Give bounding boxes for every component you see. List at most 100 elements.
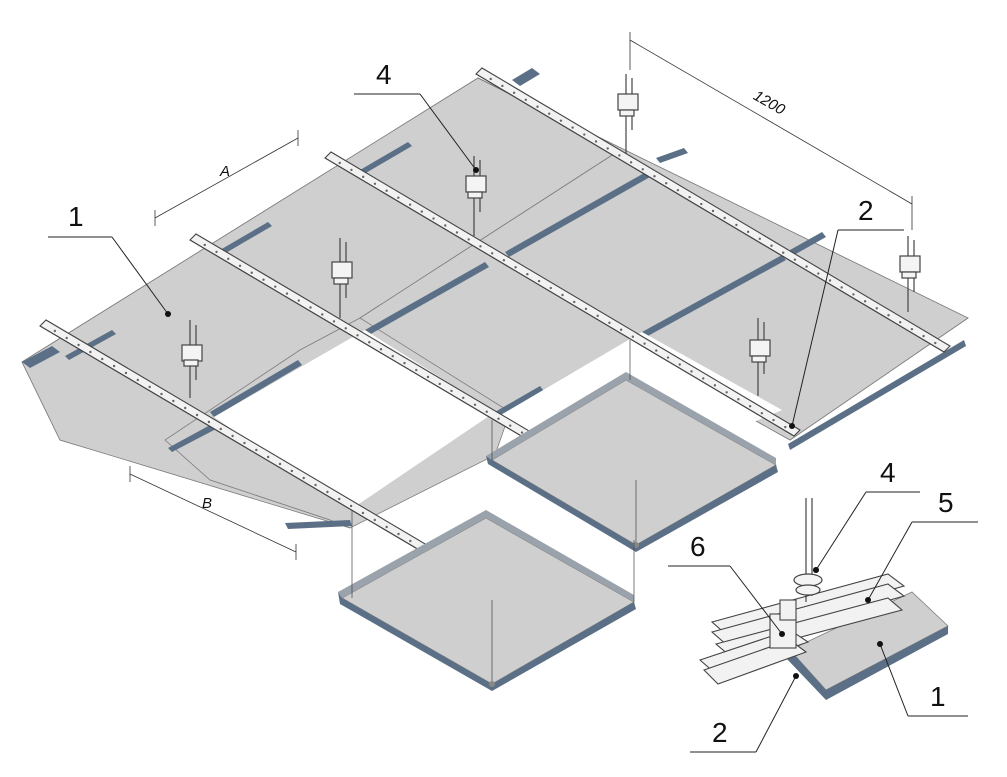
rail-hole (255, 448, 258, 452)
rail-hole (373, 518, 376, 522)
rail-hole (89, 350, 92, 354)
rail-hole (910, 327, 914, 331)
rail-hole (536, 105, 539, 108)
rail-hole (314, 483, 317, 487)
callout-4-main: 4 (376, 59, 392, 90)
rail-hole (571, 126, 574, 129)
rail-hole (297, 299, 300, 302)
rail-hole (231, 434, 234, 438)
rail-hole (302, 476, 305, 480)
hanger-4 (617, 74, 639, 154)
rail-hole (397, 532, 400, 536)
rail-hole (408, 203, 412, 206)
rail-hole (573, 300, 576, 304)
rail-hole (219, 427, 222, 431)
rail-hole (748, 405, 752, 408)
rail-hole (666, 356, 670, 359)
rail-hole (215, 250, 218, 254)
rail-hole (641, 168, 644, 171)
rail-hole (415, 368, 418, 372)
hanger-5 (749, 318, 771, 396)
rail-hole (479, 245, 482, 248)
rail-hole (561, 293, 564, 297)
rail-hole (702, 377, 705, 380)
dim-b-label: B (202, 495, 212, 512)
rail-hole (655, 349, 658, 352)
rail-hole (840, 286, 843, 289)
callout-hanger-main: 4 (354, 59, 479, 173)
rail-hole (274, 285, 277, 288)
dropped-panel-right (486, 340, 778, 552)
rail-hole (136, 378, 139, 382)
rail-hole (278, 462, 282, 466)
rail-hole (349, 504, 353, 508)
callout-5-detail: 5 (938, 487, 954, 518)
rail-hole (338, 497, 341, 501)
callout-profile-detail: 5 (865, 487, 978, 603)
rail-hole (548, 112, 551, 115)
rail-hole (863, 300, 867, 303)
callout-4-detail: 4 (880, 457, 896, 488)
panel-front-edge-right (788, 340, 966, 450)
dropped-panel-left (338, 510, 636, 691)
callout-connector-detail: 6 (668, 531, 785, 637)
rail-hole (250, 271, 253, 274)
callout-rail-main: 2 (789, 195, 904, 429)
rail-hole (444, 224, 447, 227)
dim-1200-label: 1200 (750, 87, 788, 119)
hangers (181, 74, 921, 398)
rail-hole (934, 341, 937, 345)
rail-hole (285, 292, 289, 295)
rail-hole (512, 91, 516, 95)
rail-hole (361, 511, 365, 515)
callout-panel-detail: 1 (877, 641, 968, 717)
rail-hole (805, 265, 808, 268)
callout-6-detail: 6 (690, 531, 706, 562)
rail-hole (420, 210, 423, 213)
rail-hole (770, 244, 773, 247)
rail-hole (262, 278, 265, 281)
rail-hole (501, 84, 504, 88)
rail-hole (385, 189, 388, 192)
callout-1-main: 1 (68, 201, 84, 232)
dimension-b: B (129, 466, 297, 560)
callout-rail-detail: 2 (690, 673, 799, 753)
rail-hole (309, 306, 312, 309)
rail-hole (338, 161, 341, 165)
rail-hole (596, 314, 599, 318)
hanger-2 (331, 238, 353, 318)
rail-hole (631, 335, 635, 338)
rail-hole (514, 266, 517, 269)
rail-hole (676, 188, 680, 192)
rail-hole (53, 329, 57, 333)
detail-connection (698, 498, 949, 700)
hanger-6 (899, 236, 921, 312)
rail-hole (65, 336, 68, 340)
callout-2-detail: 2 (712, 717, 728, 748)
rail-hole (160, 392, 163, 396)
rail-hole (172, 399, 175, 403)
rail-hole (725, 391, 728, 394)
callout-panel-main: 1 (48, 201, 171, 317)
callout-1-detail: 1 (930, 681, 946, 712)
rail-hole (700, 202, 703, 206)
rail-hole (784, 425, 787, 429)
rail-hole (462, 396, 465, 400)
rail-hole (207, 420, 211, 424)
rail-hole (490, 252, 494, 255)
rail-hole (332, 320, 336, 323)
rail-hole (148, 385, 151, 389)
rail-hole (290, 469, 294, 473)
rail-hole (321, 313, 324, 316)
rail-hole (101, 357, 104, 361)
rail-hole (852, 293, 855, 296)
rail-hole (227, 257, 230, 261)
rail-hole (184, 406, 187, 410)
rail-hole (922, 334, 925, 338)
rail-hole (467, 238, 470, 241)
rail-hole (326, 490, 329, 494)
rail-hole (385, 525, 388, 529)
rail-hole (713, 384, 717, 387)
rail-hole (124, 371, 128, 375)
rail-hole (203, 243, 206, 247)
